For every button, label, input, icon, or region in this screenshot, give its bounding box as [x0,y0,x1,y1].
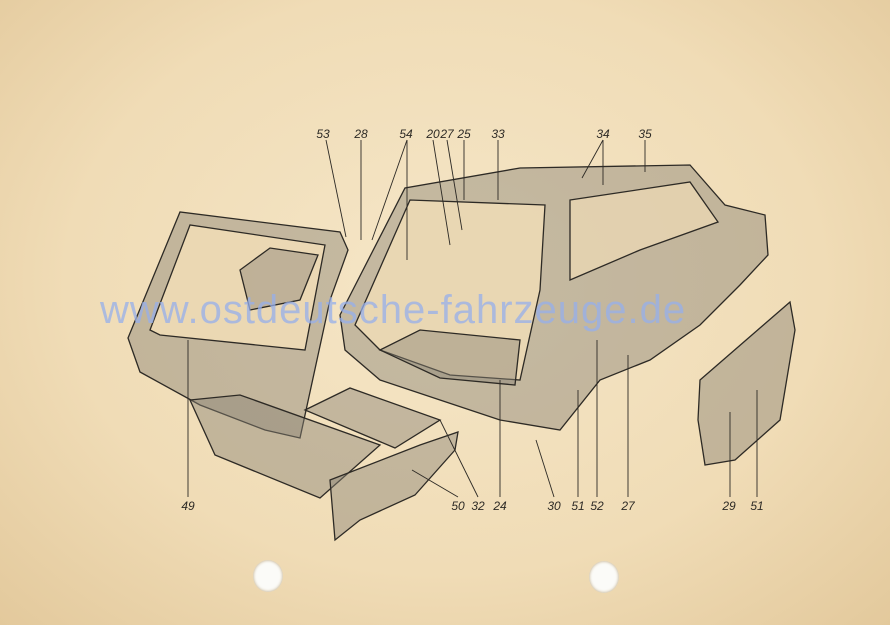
leader-line-53 [325,139,347,238]
part-label-49: 49 [181,499,195,513]
part-label-28: 28 [354,127,368,141]
part-label-51: 51 [571,499,585,513]
part-label-52: 52 [590,499,604,513]
punch-hole-right [589,561,619,593]
tailgate-window [149,224,326,351]
leader-line-50 [411,469,459,498]
part-label-33: 33 [491,127,505,141]
part-label-20: 20 [426,127,440,141]
part-label-30: 30 [547,499,561,513]
door-panel-drawing [697,300,796,466]
part-label-29: 29 [722,499,736,513]
part-label-24: 24 [493,499,507,513]
part-label-50: 50 [451,499,465,513]
leader-line-34a [581,139,604,179]
tailgate-glass-panel [239,247,319,311]
part-label-27: 27 [440,127,454,141]
body-rear-opening [354,199,546,381]
leader-line-54a [371,139,408,241]
part-label-27-bottom: 27 [621,499,635,513]
part-label-35: 35 [638,127,652,141]
side-windows [569,181,720,281]
floor-panel-rear [189,394,382,499]
part-label-53: 53 [316,127,330,141]
floor-crossmember [329,431,459,542]
part-label-32: 32 [471,499,485,513]
leader-line-32 [439,419,479,498]
body-interior-floor [378,329,521,386]
part-label-51-door: 51 [750,499,764,513]
part-label-25: 25 [457,127,471,141]
leader-line-30 [535,439,555,498]
part-label-54: 54 [399,127,413,141]
punch-hole-left [253,560,283,592]
leader-line-20 [432,139,451,246]
watermark: www.ostdeutsche-fahrzeuge.de [100,288,687,332]
leader-line-27 [446,139,463,231]
part-label-34: 34 [596,127,610,141]
